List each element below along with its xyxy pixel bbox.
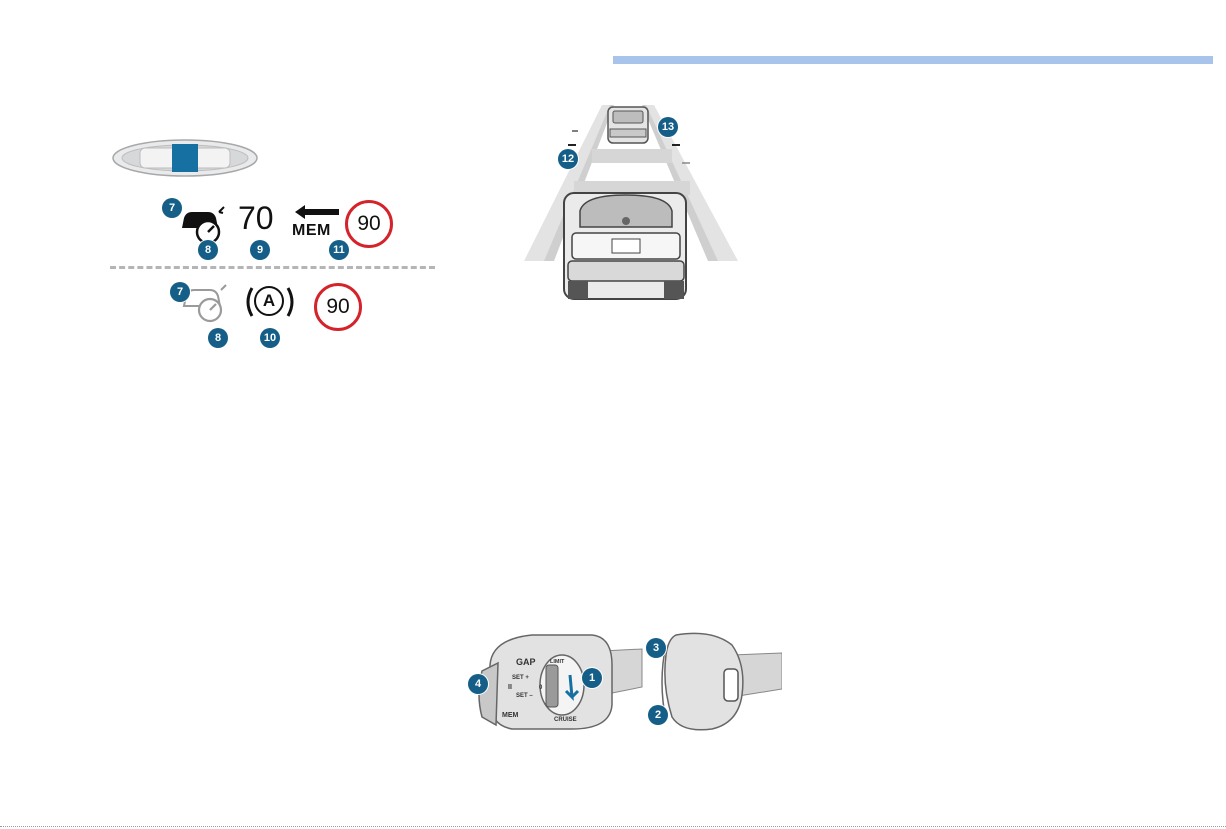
- set-minus-label: SET –: [516, 693, 533, 699]
- pause-label: II: [508, 684, 512, 691]
- speed-limit-sign: 90: [345, 200, 393, 248]
- callout-7-bottom: 7: [170, 282, 190, 302]
- speed-limit-sign-bottom: 90: [314, 283, 362, 331]
- callout-7: 7: [162, 198, 182, 218]
- callout-4: 4: [468, 674, 488, 694]
- callout-8-bottom: 8: [208, 328, 228, 348]
- lead-vehicle-icon: [608, 107, 648, 143]
- set-plus-label: SET +: [512, 675, 529, 681]
- own-vehicle-icon: [564, 193, 686, 299]
- callout-9: 9: [250, 240, 270, 260]
- callout-10: 10: [260, 328, 280, 348]
- callout-1: 1: [582, 668, 602, 688]
- auto-mode-letter: A: [254, 286, 284, 316]
- page-bottom-rule: [0, 826, 1226, 827]
- cruise-control-stalk-illustration: GAP SET + II SET – MEM LIMIT CRUISE 0 1 …: [462, 625, 782, 735]
- arrow-left-icon: [295, 204, 339, 220]
- callout-8: 8: [198, 240, 218, 260]
- set-speed-value: 70: [238, 200, 274, 236]
- dashed-separator: [110, 266, 435, 269]
- callout-11: 11: [329, 240, 349, 260]
- callout-12: 12: [558, 149, 578, 169]
- callout-13: 13: [658, 117, 678, 137]
- dashboard-illustration: 7 8 70 9 MEM 11 90 7 8 A 10 90: [100, 130, 445, 355]
- road-following-illustration: 12 13: [522, 103, 742, 303]
- callout-3: 3: [646, 638, 666, 658]
- gap-label: GAP: [516, 657, 536, 667]
- memory-label: MEM: [292, 222, 331, 240]
- road-scene: [522, 103, 742, 303]
- cruise-label: CRUISE: [554, 717, 577, 723]
- instrument-cluster-icon: [110, 138, 260, 178]
- car-speedometer-icon: [178, 202, 226, 246]
- section-accent-rule: [613, 56, 1213, 64]
- mem-label: MEM: [502, 712, 519, 719]
- stalk-drawing: GAP SET + II SET – MEM LIMIT CRUISE 0: [462, 625, 782, 735]
- limit-label: LIMIT: [550, 659, 565, 665]
- callout-2: 2: [648, 705, 668, 725]
